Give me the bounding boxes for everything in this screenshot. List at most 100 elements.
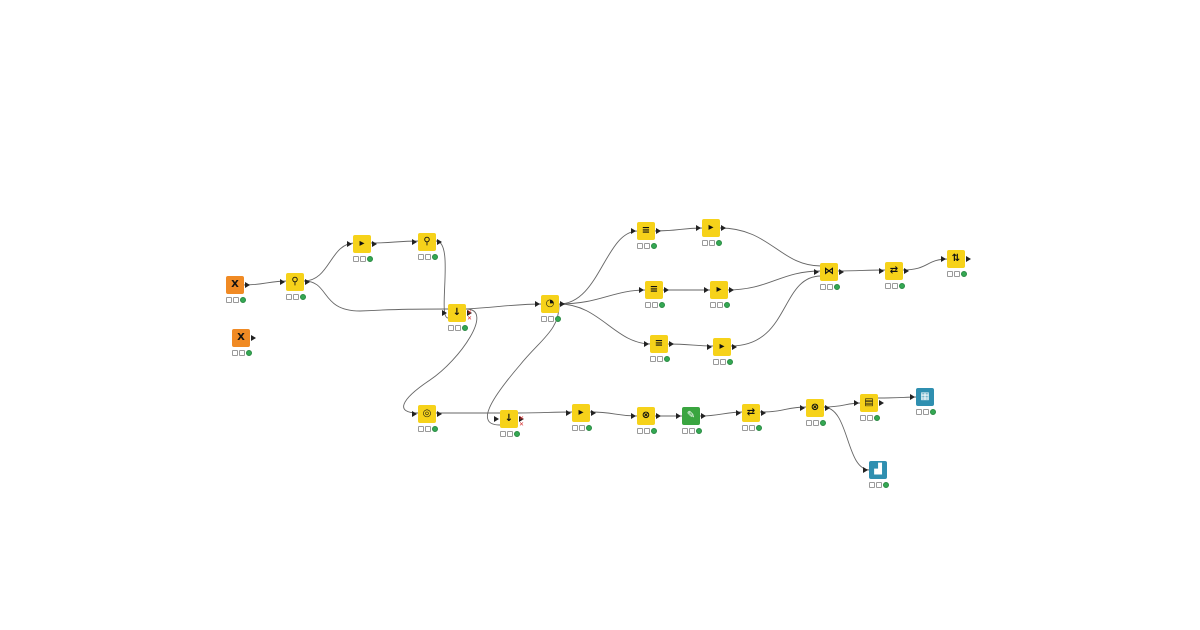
input-port[interactable] (941, 256, 946, 262)
output-port[interactable] (437, 239, 442, 245)
input-port[interactable] (412, 411, 417, 417)
input-port[interactable] (347, 241, 352, 247)
node-status-traffic-light (702, 240, 722, 246)
workflow-node[interactable]: ▟ (863, 461, 887, 479)
output-port[interactable] (437, 411, 442, 417)
workflow-node[interactable]: ≡ (639, 281, 669, 299)
workflow-node[interactable]: ⚲ (280, 273, 310, 291)
workflow-node[interactable]: ≡ (644, 335, 674, 353)
output-port[interactable] (372, 241, 377, 247)
workflow-node[interactable]: ▸ (707, 338, 737, 356)
workflow-node[interactable]: X (226, 276, 250, 294)
connection (435, 240, 449, 319)
output-port[interactable] (664, 287, 669, 293)
workflow-node[interactable]: ⚲ (412, 233, 442, 251)
output-port[interactable] (656, 413, 661, 419)
workflow-node[interactable]: ⊗ (631, 407, 661, 425)
workflow-node[interactable]: ↓ (494, 410, 524, 428)
output-port[interactable] (591, 410, 596, 416)
input-port[interactable] (814, 269, 819, 275)
input-port[interactable] (736, 410, 741, 416)
input-port[interactable] (644, 341, 649, 347)
output-port[interactable] (305, 279, 310, 285)
workflow-node[interactable]: ▸ (704, 281, 734, 299)
output-port[interactable] (721, 225, 726, 231)
input-port[interactable] (910, 394, 915, 400)
workflow-node[interactable]: ⇅ (941, 250, 971, 268)
excel-reader-icon: X (237, 332, 245, 343)
output-port[interactable] (729, 287, 734, 293)
input-port[interactable] (412, 239, 417, 245)
chart-view-icon: ▟ (874, 464, 882, 475)
input-port[interactable] (494, 416, 499, 422)
input-port[interactable] (704, 287, 709, 293)
clock-icon: ◔ (545, 298, 555, 309)
output-port[interactable] (519, 416, 524, 422)
output-port[interactable] (966, 256, 971, 262)
output-port[interactable] (467, 310, 472, 316)
output-port[interactable] (761, 410, 766, 416)
input-port[interactable] (863, 467, 868, 473)
input-port[interactable] (566, 410, 571, 416)
workflow-node[interactable]: ▸ (696, 219, 726, 237)
excel-reader-icon: X (231, 279, 239, 290)
node-status-traffic-light (500, 431, 520, 437)
workflow-node[interactable]: ↓ (442, 304, 472, 322)
workflow-node[interactable]: ◔ (535, 295, 565, 313)
output-port[interactable] (825, 405, 830, 411)
workflow-node[interactable]: ▦ (910, 388, 934, 406)
input-port[interactable] (280, 279, 285, 285)
node-status-traffic-light (541, 316, 561, 322)
input-port[interactable] (707, 344, 712, 350)
input-port[interactable] (854, 400, 859, 406)
column-filter-icon: ≡ (654, 338, 664, 349)
workflow-node[interactable]: ⇄ (879, 262, 909, 280)
input-port[interactable] (535, 301, 540, 307)
input-port[interactable] (676, 413, 681, 419)
workflow-node[interactable]: ⇄ (736, 404, 766, 422)
output-port[interactable] (245, 282, 250, 288)
output-port[interactable] (656, 228, 661, 234)
workflow-node[interactable]: ⊗ (800, 399, 830, 417)
search-icon: ⚲ (423, 236, 431, 247)
input-port[interactable] (696, 225, 701, 231)
output-port[interactable] (701, 413, 706, 419)
output-port[interactable] (879, 400, 884, 406)
row-filter-icon: ▸ (719, 341, 725, 352)
workflow-node[interactable]: X (232, 329, 256, 347)
node-status-traffic-light (860, 415, 880, 421)
joiner-icon: ⋈ (824, 266, 834, 277)
node-status-traffic-light (742, 425, 762, 431)
input-port[interactable] (631, 228, 636, 234)
node-status-traffic-light (645, 302, 665, 308)
node-status-traffic-light (286, 294, 306, 300)
node-status-traffic-light (637, 243, 657, 249)
node-status-traffic-light (637, 428, 657, 434)
output-port[interactable] (560, 301, 565, 307)
connection (558, 303, 652, 345)
workflow-node[interactable]: ⋈ (814, 263, 844, 281)
output-port[interactable] (839, 269, 844, 275)
node-status-traffic-light (682, 428, 702, 434)
input-port[interactable] (631, 413, 636, 419)
input-port[interactable] (442, 310, 447, 316)
node-status-traffic-light (885, 283, 905, 289)
workflow-node[interactable]: ≡ (631, 222, 661, 240)
workflow-node[interactable]: ▸ (347, 235, 377, 253)
workflow-node[interactable]: ▸ (566, 404, 596, 422)
output-port[interactable] (669, 341, 674, 347)
column-filter-icon: ≡ (641, 225, 651, 236)
workflow-node[interactable]: ✎ (676, 407, 706, 425)
input-port[interactable] (800, 405, 805, 411)
row-filter-icon: ▸ (708, 222, 714, 233)
workflow-node[interactable]: ▤ (854, 394, 884, 412)
inactive-port-icon: ✕✕ (519, 415, 525, 428)
input-port[interactable] (639, 287, 644, 293)
output-port[interactable] (732, 344, 737, 350)
workflow-node[interactable]: ◎ (412, 405, 442, 423)
input-port[interactable] (879, 268, 884, 274)
output-port[interactable] (251, 335, 256, 341)
output-port[interactable] (904, 268, 909, 274)
